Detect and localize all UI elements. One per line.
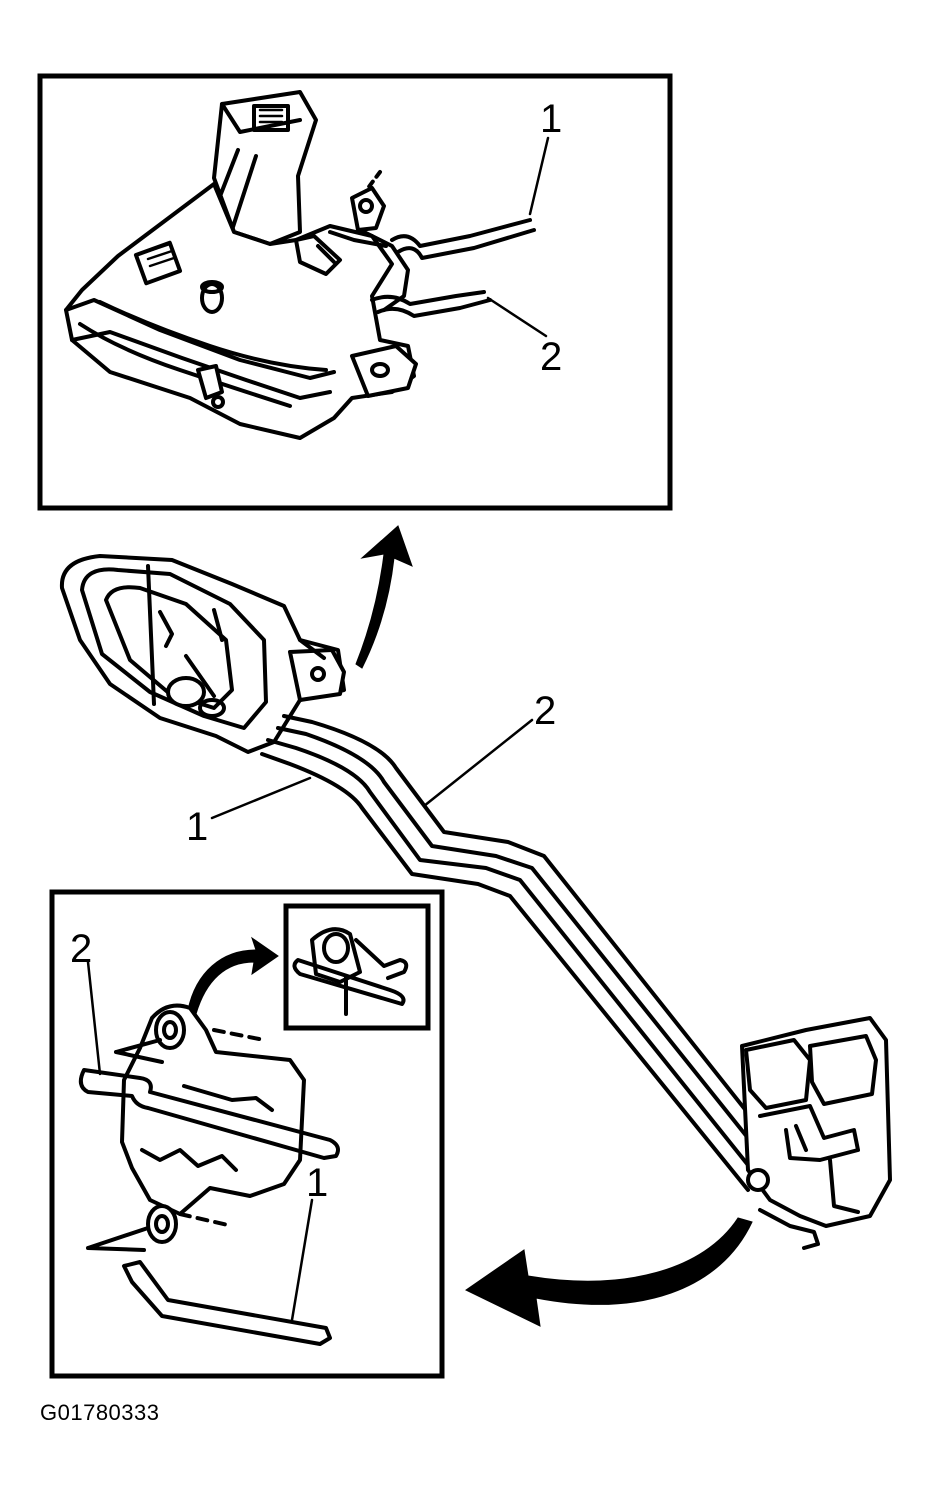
top-inset-leader-1 [528,136,550,216]
arrow-to-bottom-inset-icon [465,1217,753,1327]
main-leader-2 [422,718,534,808]
bottom-inset-callout-1: 1 [306,1161,328,1205]
inside-handle-housing-detail [64,90,536,440]
clip-detail-subinset [283,903,431,1031]
main-leader-1 [210,776,312,820]
arrow-to-top-inset-icon [355,525,413,669]
main-callout-2: 2 [534,689,556,733]
bottom-inset-leader-1 [290,1198,314,1322]
top-inset-callout-1: 1 [540,97,562,141]
main-callout-1: 1 [186,805,208,849]
handle-rods [260,714,784,1192]
door-latch-assembly [740,1016,892,1250]
top-inset: 1 2 [37,73,673,511]
bottom-inset-leader-2 [86,960,102,1076]
figure-id: G01780333 [40,1400,160,1425]
main-assembly: 1 2 [59,554,892,1250]
arrow-to-subinset-icon [187,936,279,1015]
inside-handle-assembly [59,554,346,754]
bottom-inset-rods [78,1068,340,1346]
top-inset-callout-2: 2 [540,335,562,379]
bottom-inset-callout-2: 2 [70,927,92,971]
bottom-inset: 2 1 [49,889,445,1379]
top-inset-leader-2 [486,296,548,338]
